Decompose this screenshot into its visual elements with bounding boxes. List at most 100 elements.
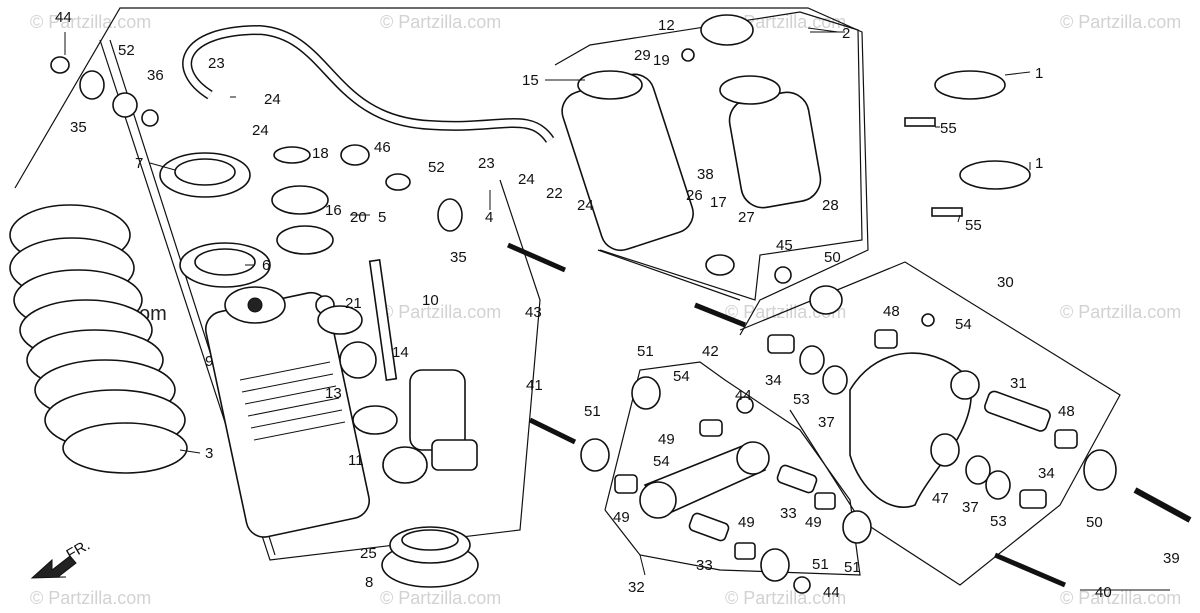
watermark: © Partzilla.com xyxy=(380,588,501,608)
part-label: 12 xyxy=(658,17,675,34)
part-label: 22 xyxy=(546,185,563,202)
part-label: 19 xyxy=(653,52,670,69)
part-label: 24 xyxy=(252,122,269,139)
part-label: 16 xyxy=(325,202,342,219)
part-label: 24 xyxy=(264,91,281,108)
spring-seat xyxy=(381,526,479,588)
part-label: 32 xyxy=(628,579,645,596)
part-label: 50 xyxy=(824,249,841,266)
part-label: 37 xyxy=(962,499,979,516)
shock-body xyxy=(204,286,370,538)
part-label: 51 xyxy=(584,403,601,420)
part-label: 49 xyxy=(613,509,630,526)
reservoir-clamps xyxy=(904,70,1031,217)
part-number-labels: 1 1 2 3 4 5 6 7 8 9 10 11 12 13 14 15 16… xyxy=(55,9,1180,601)
part-label: 52 xyxy=(118,42,135,59)
part-label: 55 xyxy=(965,217,982,234)
watermark: © Partzilla.com xyxy=(725,588,846,608)
part-label: 52 xyxy=(428,159,445,176)
part-label: 39 xyxy=(1163,550,1180,567)
part-label: 1 xyxy=(1035,155,1043,172)
part-label: 34 xyxy=(765,372,782,389)
part-label: 54 xyxy=(673,368,690,385)
part-label: 18 xyxy=(312,145,329,162)
damper-rod xyxy=(368,258,478,471)
shock-arm xyxy=(767,285,1117,509)
part-label: 50 xyxy=(1086,514,1103,531)
part-label: 11 xyxy=(348,452,364,469)
watermark: © Partzilla.com xyxy=(30,12,151,32)
part-label: 14 xyxy=(392,344,409,361)
part-label: 46 xyxy=(374,139,391,156)
part-label: 9 xyxy=(205,353,213,370)
part-label: 54 xyxy=(653,453,670,470)
bolts xyxy=(506,242,1192,594)
part-label: 42 xyxy=(702,343,719,360)
watermark: © Partzilla.com xyxy=(1060,302,1181,322)
part-label: 23 xyxy=(478,155,495,172)
part-label: 40 xyxy=(1095,584,1112,601)
part-label: 45 xyxy=(776,237,793,254)
part-label: 1 xyxy=(1035,65,1043,82)
spring-collars xyxy=(159,152,271,288)
watermark: © Partzilla.com xyxy=(1060,588,1181,608)
part-label: 10 xyxy=(422,292,439,309)
part-label: 37 xyxy=(818,414,835,431)
part-label: 17 xyxy=(710,194,727,211)
part-label: 35 xyxy=(70,119,87,136)
part-label: 44 xyxy=(55,9,72,26)
part-label: 23 xyxy=(208,55,225,72)
part-label: 5 xyxy=(378,209,386,226)
part-label: 35 xyxy=(450,249,467,266)
part-label: 36 xyxy=(147,67,164,84)
part-label: 53 xyxy=(990,513,1007,530)
part-label: 51 xyxy=(637,343,654,360)
watermark: © Partzilla.com xyxy=(30,588,151,608)
suspension-link xyxy=(580,376,872,582)
part-label: 8 xyxy=(365,574,373,591)
part-label: 24 xyxy=(518,171,535,188)
part-label: 54 xyxy=(955,316,972,333)
coil-spring xyxy=(9,204,188,474)
part-label: 34 xyxy=(1038,465,1055,482)
part-label: 38 xyxy=(697,166,714,183)
part-label: 47 xyxy=(932,490,949,507)
damper-components xyxy=(50,56,463,484)
part-label: 30 xyxy=(997,274,1014,291)
part-label: 41 xyxy=(526,377,543,394)
part-label: 31 xyxy=(1010,375,1027,392)
leader-lines xyxy=(64,27,1170,591)
reservoir xyxy=(561,14,822,276)
part-label: 55 xyxy=(940,120,957,137)
part-label: 2 xyxy=(842,25,850,42)
part-label: 33 xyxy=(696,557,713,574)
part-label: 3 xyxy=(205,445,213,462)
part-label: 29 xyxy=(634,47,651,64)
part-label: 25 xyxy=(360,545,377,562)
part-label: 7 xyxy=(135,155,143,172)
part-label: 43 xyxy=(525,304,542,321)
part-label: 24 xyxy=(577,197,594,214)
part-label: 21 xyxy=(345,295,362,312)
part-label: 51 xyxy=(812,556,829,573)
part-label: 48 xyxy=(1058,403,1075,420)
part-label: 6 xyxy=(262,257,270,274)
watermark: © Partzilla.com xyxy=(380,12,501,32)
part-label: 27 xyxy=(738,209,755,226)
part-label: 15 xyxy=(522,72,539,89)
reservoir-hose xyxy=(182,24,555,144)
part-label: 53 xyxy=(793,391,810,408)
part-label: 44 xyxy=(823,584,840,601)
watermark: © Partzilla.com xyxy=(380,302,501,322)
part-label: 51 xyxy=(844,559,861,576)
part-label: 20 xyxy=(350,209,367,226)
part-label: 49 xyxy=(658,431,675,448)
part-label: 33 xyxy=(780,505,797,522)
part-label: 48 xyxy=(883,303,900,320)
watermarks: © Partzilla.com © Partzilla.com © Partzi… xyxy=(30,12,1181,608)
watermark: © Partzilla.com xyxy=(1060,12,1181,32)
part-label: 13 xyxy=(325,385,342,402)
part-label: 26 xyxy=(686,187,703,204)
part-label: 49 xyxy=(738,514,755,531)
